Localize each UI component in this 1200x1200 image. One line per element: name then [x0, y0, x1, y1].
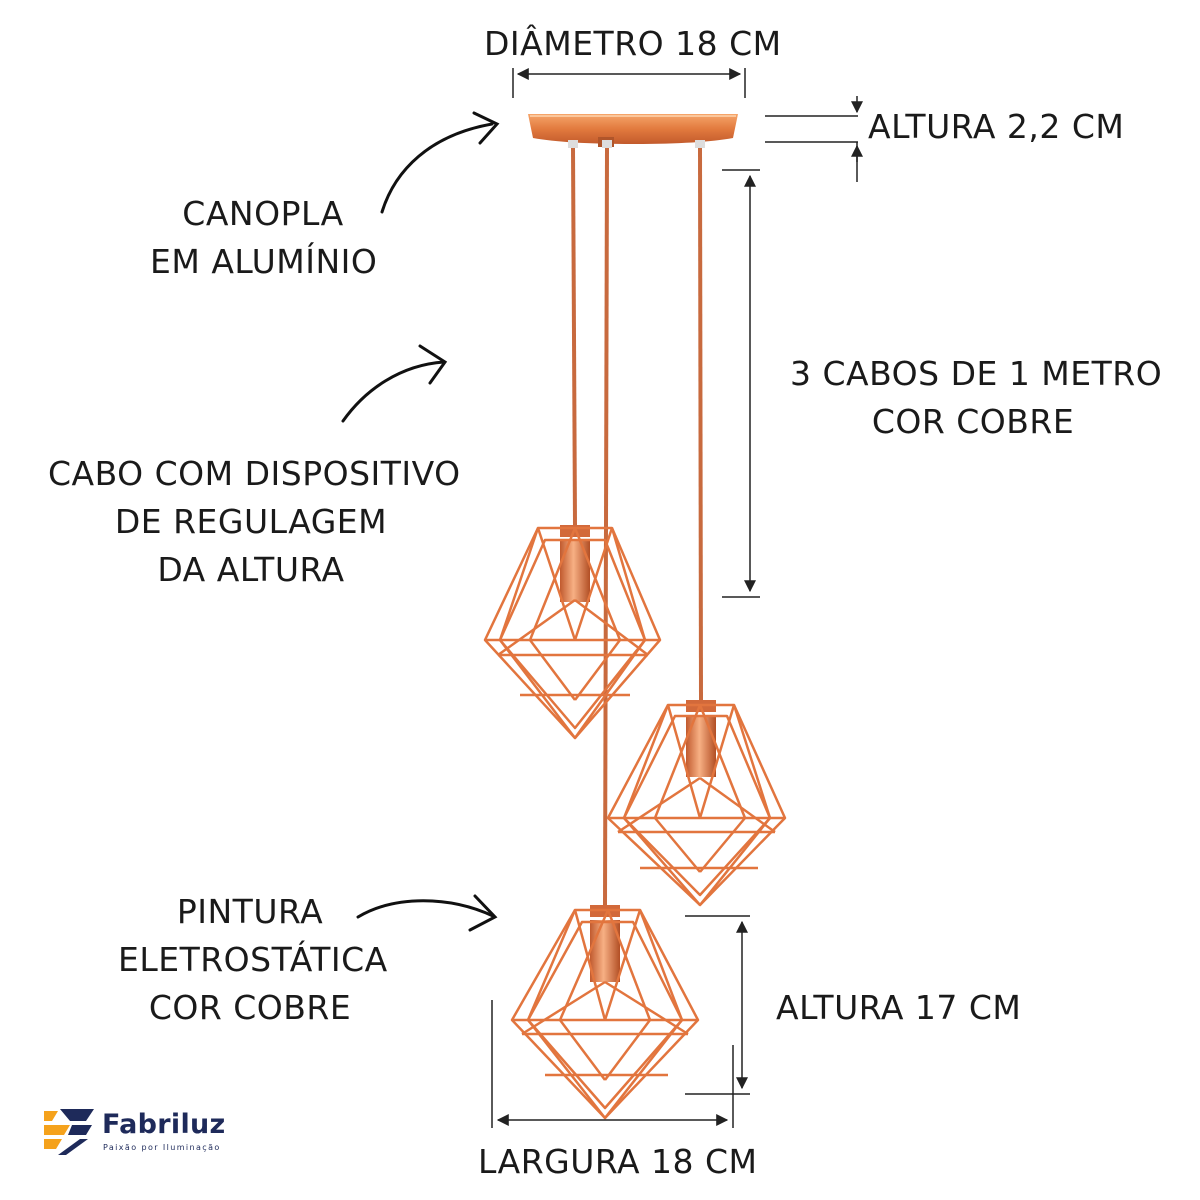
brand-slogan: Paixão por Iluminação — [103, 1143, 221, 1152]
width-dimension — [491, 1000, 734, 1128]
lamp-shade-bottom — [510, 905, 700, 1120]
paint-label-line-2: ELETROSTÁTICA — [118, 940, 388, 979]
lamp-shade-upper — [483, 525, 662, 740]
fabriluz-logo: Fabriluz Paixão por Iluminação — [40, 1103, 240, 1163]
height-adjust-label: CABO COM DISPOSITIVO DE REGULAGEM DA ALT… — [48, 450, 461, 594]
brand-name: Fabriluz — [102, 1109, 226, 1140]
paint-callout-arrow — [356, 899, 495, 919]
cables-label-line-1: 3 CABOS DE 1 METRO — [790, 354, 1163, 393]
height-adjust-label-line-3: DA ALTURA — [157, 550, 345, 589]
paint-label-line-1: PINTURA — [176, 892, 324, 931]
lamp-height-dimension — [685, 915, 750, 1095]
height-adjust-label-line-2: DE REGULAGEM — [114, 502, 388, 541]
lamp-height-label: ALTURA 17 CM — [776, 988, 1022, 1027]
cable-callout-arrow — [341, 360, 446, 423]
cables-label: 3 CABOS DE 1 METRO COR COBRE — [790, 350, 1163, 446]
canopy-height-dimension — [765, 96, 863, 182]
cable-length-dimension — [722, 169, 760, 598]
canopy — [528, 114, 738, 148]
cables — [571, 147, 703, 906]
diameter-label: DIÂMETRO 18 CM — [484, 24, 782, 63]
height-adjust-label-line-1: CABO COM DISPOSITIVO — [48, 454, 461, 493]
canopy-label-line-1: CANOPLA — [182, 194, 344, 233]
width-label: LARGURA 18 CM — [478, 1142, 758, 1181]
canopy-label-line-2: EM ALUMÍNIO — [150, 242, 378, 281]
cables-label-line-2: COR COBRE — [871, 402, 1075, 441]
lamp-shade-right — [606, 700, 787, 907]
diameter-dimension — [512, 68, 746, 98]
canopy-label: CANOPLA EM ALUMÍNIO — [150, 190, 378, 286]
callout-arrows — [341, 111, 500, 932]
paint-arrow-head — [468, 894, 498, 932]
cable-arrow-head — [418, 344, 448, 385]
canopy-arrow-head — [472, 111, 500, 145]
canopy-height-label: ALTURA 2,2 CM — [868, 107, 1125, 146]
canopy-callout-arrow — [380, 122, 494, 214]
paint-label: PINTURA ELETROSTÁTICA COR COBRE — [118, 888, 388, 1032]
fabriluz-logo-icon — [44, 1109, 94, 1155]
paint-label-line-3: COR COBRE — [148, 988, 352, 1027]
